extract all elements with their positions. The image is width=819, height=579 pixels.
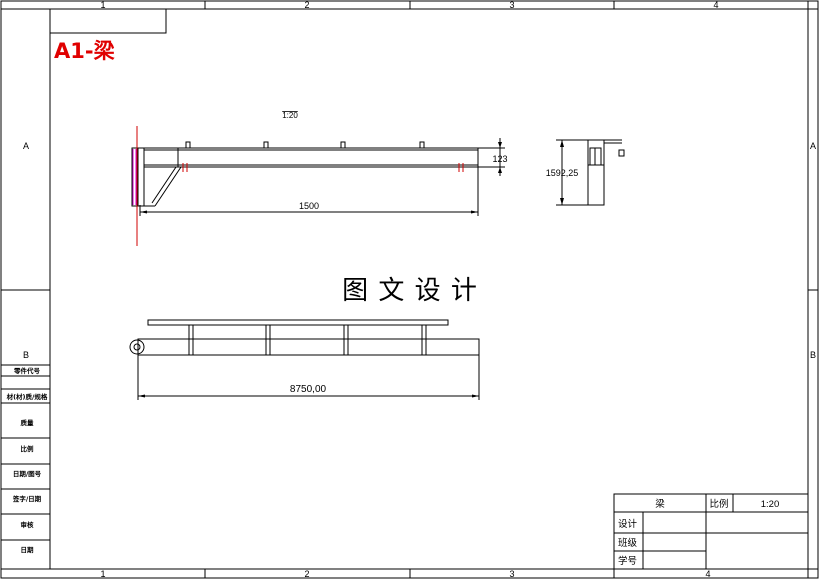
side-table-cell: 材(材)质/规格	[6, 392, 48, 401]
column-label-3: 3	[509, 0, 514, 10]
end-plate-highlight	[132, 149, 137, 205]
side-dimension-arrows	[560, 140, 564, 205]
view-scale-label: 1:20	[282, 111, 298, 120]
side-table-cell: 签字/日期	[12, 494, 42, 503]
side-table-cell: 比例	[21, 444, 35, 453]
beam-front-view	[131, 138, 505, 216]
side-table-cell: 审核	[21, 520, 35, 529]
row-label-a: A	[23, 141, 29, 151]
title-block-name: 梁	[655, 498, 665, 510]
column-label-3-bottom: 3	[509, 569, 514, 579]
column-label-2-bottom: 2	[304, 569, 309, 579]
column-label-1-bottom: 1	[100, 569, 105, 579]
row-label-b: B	[23, 350, 29, 360]
title-block-design: 设计	[618, 518, 638, 530]
truss-dimension-arrows	[138, 394, 479, 398]
side-table-cell: 零件代号	[13, 366, 41, 375]
title-block-class: 班级	[618, 537, 638, 549]
title-block	[613, 493, 809, 570]
title-block-scale-label: 比例	[709, 498, 728, 510]
dimension-beam-depth: 123	[492, 154, 507, 164]
side-table	[1, 364, 50, 541]
dimension-side-height: 1592,25	[546, 168, 579, 178]
side-table-cell: 日期/图号	[13, 469, 42, 478]
title-block-student-id: 学号	[618, 555, 637, 567]
dimension-arrows	[140, 142, 502, 214]
title-block-scale-value: 1:20	[761, 499, 780, 510]
dimension-overall-length: 8750,00	[290, 384, 327, 395]
watermark-text: 图 文 设 计	[342, 276, 478, 306]
row-label-a-right: A	[810, 141, 816, 151]
part-title: A1-梁	[54, 39, 116, 63]
column-label-1: 1	[100, 0, 105, 10]
beam-side-view	[556, 139, 625, 206]
side-table-labels: 零件代号 材(材)质/规格 质量 比例 日期/图号 签字/日期 审核 日期	[6, 366, 48, 554]
row-label-b-right: B	[810, 350, 816, 360]
side-table-cell: 日期	[21, 545, 35, 554]
truss-plan-view	[129, 319, 480, 400]
side-table-cell: 质量	[21, 418, 35, 427]
column-label-4: 4	[713, 0, 718, 10]
zone-labels: 1 2 3 4 1 2 3 4 A B A B	[23, 0, 816, 579]
column-label-2: 2	[304, 0, 309, 10]
column-label-4-bottom: 4	[705, 569, 710, 579]
dimension-beam-length: 1500	[299, 201, 319, 211]
title-block-labels: 梁 比例 1:20 设计 班级 学号	[618, 498, 779, 567]
centerlines	[136, 126, 464, 246]
